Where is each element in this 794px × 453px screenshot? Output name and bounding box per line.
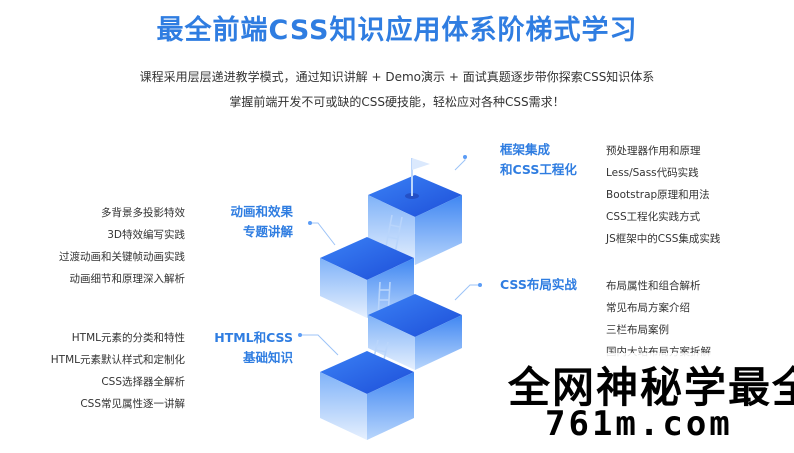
connector-dot-2 <box>308 221 312 225</box>
step-cube-1 <box>320 351 414 440</box>
connector-line-3 <box>454 157 466 171</box>
list-item: Less/Sass代码实践 <box>606 167 699 179</box>
stage-label-layout: CSS布局实战 <box>500 275 600 295</box>
list-item: 常见布局方案介绍 <box>606 302 690 314</box>
list-item: 预处理器作用和原理 <box>606 145 701 157</box>
step-cube-2 <box>368 294 462 370</box>
stage-label-line: 专题讲解 <box>242 224 293 239</box>
list-item: 过渡动画和关键帧动画实践 <box>59 251 185 263</box>
watermark-backdrop <box>500 353 794 453</box>
list-item: 3D特效编写实践 <box>107 229 185 241</box>
list-item: 布局属性和组合解析 <box>606 280 701 292</box>
page-title: 最全前端CSS知识应用体系阶梯式学习 <box>156 15 638 46</box>
list-item: Bootstrap原理和用法 <box>606 189 710 201</box>
subtitle-line-1: 课程采用层层递进教学模式，通过知识讲解 + Demo演示 + 面试真题逐步带你探… <box>139 70 655 84</box>
list-item: 三栏布局案例 <box>606 324 669 336</box>
stage-label-line: 框架集成 <box>500 142 551 157</box>
connector-dot-3 <box>463 155 467 159</box>
stage-items-animation: 多背景多投影特效 3D特效编写实践 过渡动画和关键帧动画实践 动画细节和原理深入… <box>20 202 185 290</box>
stage-items-layout: 布局属性和组合解析 常见布局方案介绍 三栏布局案例 国内大站布局方案拆解 <box>606 275 786 363</box>
list-item: CSS选择器全解析 <box>101 376 185 388</box>
stage-label-framework: 框架集成 和CSS工程化 <box>500 140 600 180</box>
connector-line-1 <box>300 334 339 356</box>
stage-label-line: 和CSS工程化 <box>500 162 577 177</box>
list-item: HTML元素默认样式和定制化 <box>50 354 185 366</box>
list-item: JS框架中的CSS集成实践 <box>606 233 721 245</box>
subtitle-line-2: 掌握前端开发不可或缺的CSS硬技能，轻松应对各种CSS需求！ <box>229 95 565 109</box>
connector-line-2 <box>310 222 336 246</box>
watermark-url: 761m.com <box>545 404 733 444</box>
list-item: CSS工程化实践方式 <box>606 211 701 223</box>
connector-line-4 <box>454 284 480 301</box>
flag-icon <box>405 158 430 199</box>
list-item: CSS常见属性逐一讲解 <box>80 398 185 410</box>
stage-items-html-css: HTML元素的分类和特性 HTML元素默认样式和定制化 CSS选择器全解析 CS… <box>20 327 185 415</box>
stage-label-animation: 动画和效果 专题讲解 <box>190 202 293 242</box>
stage-items-framework: 预处理器作用和原理 Less/Sass代码实践 Bootstrap原理和用法 C… <box>606 140 786 250</box>
list-item: HTML元素的分类和特性 <box>71 332 185 344</box>
stage-label-line: 动画和效果 <box>230 204 293 219</box>
stage-label-html-css: HTML和CSS 基础知识 <box>190 328 293 368</box>
stage-label-line: HTML和CSS <box>214 330 293 345</box>
list-item: 多背景多投影特效 <box>101 207 185 219</box>
connector-dot-1 <box>298 333 302 337</box>
step-cube-4 <box>368 175 462 265</box>
stage-label-line: CSS布局实战 <box>500 277 577 292</box>
watermark-text: 全网神秘学最全 <box>508 363 794 412</box>
list-item: 动画细节和原理深入解析 <box>69 273 186 285</box>
stage-label-line: 基础知识 <box>242 350 293 365</box>
connector-dot-4 <box>478 283 482 287</box>
